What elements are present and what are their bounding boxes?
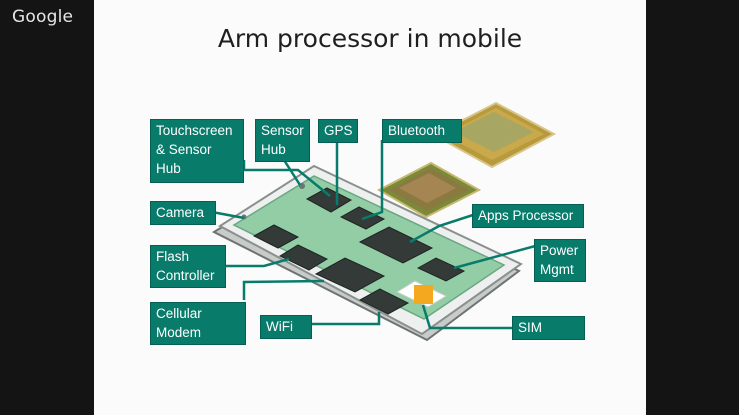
- modem-chip: [314, 257, 386, 293]
- flash-chip: [278, 244, 329, 271]
- wifi-chip: [358, 288, 410, 315]
- power-chip: [416, 257, 466, 282]
- connector-flash: [224, 257, 290, 268]
- label-apps-processor: Apps Processor: [472, 204, 584, 228]
- processor-die-image-back: [431, 101, 557, 169]
- label-camera: Camera: [150, 201, 216, 225]
- phone-diagram: [211, 101, 557, 342]
- label-power-mgmt: Power Mgmt: [534, 239, 586, 282]
- connector-camera: [211, 210, 245, 220]
- google-watermark: Google: [12, 7, 74, 27]
- sim-slot: [395, 280, 448, 308]
- connector-cellular: [242, 279, 325, 300]
- slide-title: Arm processor in mobile: [217, 24, 523, 53]
- label-flash-controller: Flash Controller: [150, 245, 226, 288]
- connector-apps: [409, 212, 477, 244]
- touchscreen-chip: [305, 187, 353, 213]
- connector-sensor-hub: [282, 159, 302, 186]
- label-sensor-hub: Sensor Hub: [255, 119, 310, 162]
- processor-die-image-front: [376, 161, 482, 219]
- connector-power: [453, 243, 540, 270]
- label-wifi: WiFi: [260, 315, 312, 339]
- connector-sim: [421, 304, 514, 330]
- label-sim: SIM: [512, 316, 585, 340]
- connector-wifi: [312, 312, 381, 326]
- camera-chip: [252, 224, 300, 249]
- label-cellular-modem: Cellular Modem: [150, 302, 246, 345]
- label-touchscreen-sensor-hub: Touchscreen & Sensor Hub: [150, 119, 244, 183]
- apps-processor-chip: [358, 226, 434, 264]
- connector-touchscreen: [242, 160, 331, 197]
- label-bluetooth: Bluetooth: [382, 119, 462, 143]
- presentation-slide: Arm processor in mobile: [94, 0, 646, 415]
- connector-bluetooth: [361, 140, 384, 221]
- label-gps: GPS: [318, 119, 358, 143]
